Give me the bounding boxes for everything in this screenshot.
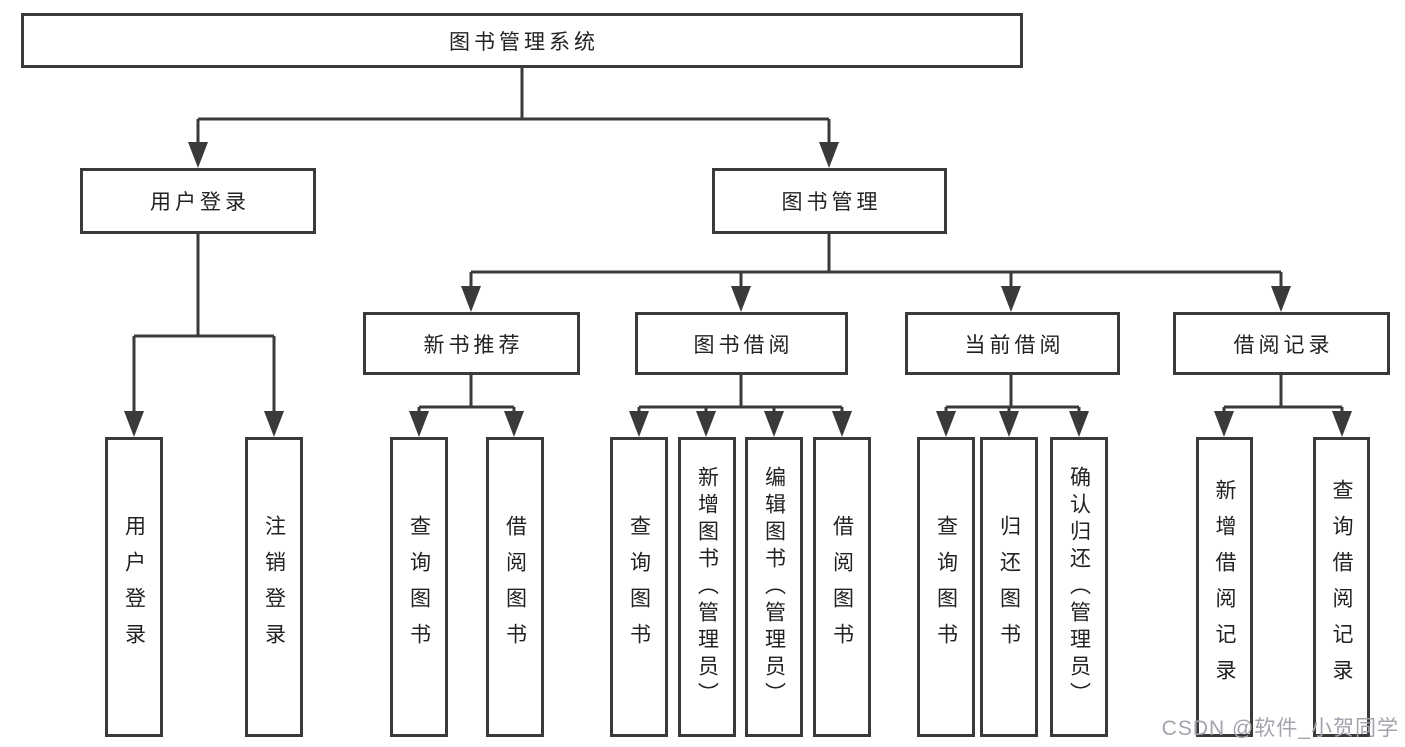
leaf-label: 新增图书（管理员） [695, 465, 719, 709]
leaf-node: 用户登录 [105, 437, 163, 737]
node-book-borrow: 图书借阅 [635, 312, 848, 375]
watermark: CSDN @软件_小贺同学 [1161, 717, 1399, 740]
leaf-label: 借阅图书 [830, 515, 854, 659]
leaf-node: 借阅图书 [813, 437, 871, 737]
node-current-borrow: 当前借阅 [905, 312, 1120, 375]
leaf-node: 归还图书 [980, 437, 1038, 737]
leaf-node: 查询图书 [390, 437, 448, 737]
leaf-node: 查询图书 [610, 437, 668, 737]
node-borrow-records: 借阅记录 [1173, 312, 1390, 375]
leaf-label: 查询图书 [407, 515, 431, 659]
node-label: 用户登录 [150, 191, 250, 214]
leaf-label: 查询借阅记录 [1330, 479, 1353, 695]
node-label: 图书管理系统 [449, 30, 599, 54]
leaf-node: 借阅图书 [486, 437, 544, 737]
leaf-label: 确认归还（管理员） [1067, 465, 1091, 709]
node-label: 当前借阅 [964, 333, 1065, 357]
leaf-node: 注销登录 [245, 437, 303, 737]
node-label: 新书推荐 [423, 333, 524, 357]
leaf-label: 新增借阅记录 [1213, 479, 1236, 695]
leaf-node: 编辑图书（管理员） [745, 437, 803, 737]
leaf-node: 新增图书（管理员） [678, 437, 736, 737]
leaf-label: 注销登录 [262, 515, 286, 659]
node-book-management: 图书管理 [712, 168, 947, 234]
leaf-label: 查询图书 [627, 515, 651, 659]
leaf-label: 查询图书 [934, 515, 958, 659]
leaf-label: 用户登录 [122, 515, 146, 659]
node-label: 借阅记录 [1233, 333, 1334, 357]
node-label: 图书借阅 [693, 333, 794, 357]
leaf-node: 查询借阅记录 [1313, 437, 1370, 737]
node-root: 图书管理系统 [21, 13, 1023, 68]
node-user-login: 用户登录 [80, 168, 316, 234]
leaf-node: 确认归还（管理员） [1050, 437, 1108, 737]
node-new-book-recommend: 新书推荐 [363, 312, 580, 375]
leaf-label: 借阅图书 [503, 515, 527, 659]
leaf-label: 编辑图书（管理员） [762, 465, 786, 709]
node-label: 图书管理 [781, 191, 882, 214]
leaf-node: 新增借阅记录 [1196, 437, 1253, 737]
leaf-label: 归还图书 [997, 515, 1021, 659]
leaf-node: 查询图书 [917, 437, 975, 737]
